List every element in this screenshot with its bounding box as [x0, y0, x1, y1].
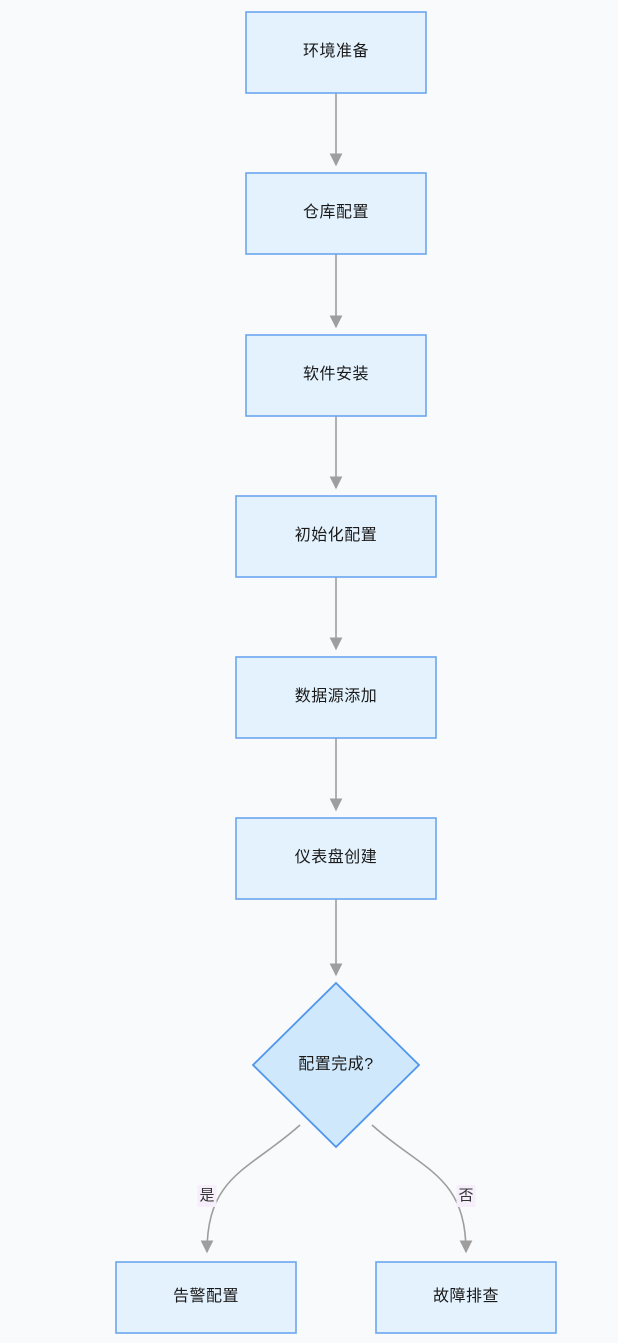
node-box-repo-config[interactable]	[245, 172, 427, 255]
edge-n7-n9-no	[371, 1124, 473, 1254]
node-group	[115, 11, 557, 1334]
node-box-environment-prep[interactable]	[245, 11, 427, 94]
node-box-dashboard-create[interactable]	[235, 817, 437, 900]
node-box-alert-config[interactable]	[115, 1261, 297, 1334]
edge-n7-n8-yes	[200, 1124, 301, 1254]
node-box-software-install[interactable]	[245, 334, 427, 417]
node-box-troubleshooting[interactable]	[375, 1261, 557, 1334]
node-diamond-config-complete[interactable]	[251, 981, 421, 1149]
edge-group	[200, 93, 473, 1254]
node-box-init-config[interactable]	[235, 495, 437, 578]
node-box-datasource-add[interactable]	[235, 656, 437, 739]
